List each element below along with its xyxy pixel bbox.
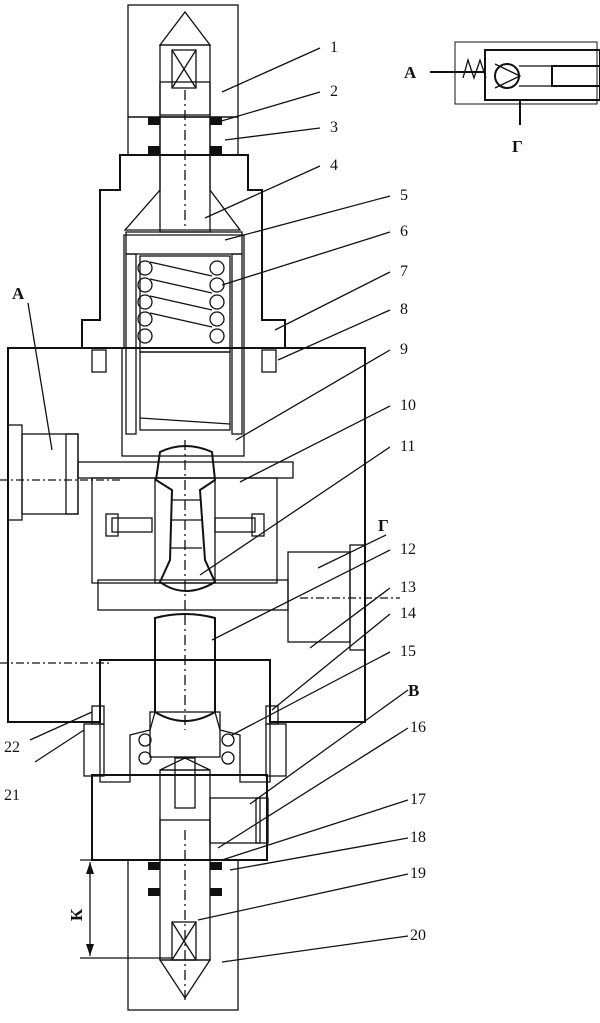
port-v-label: В (408, 681, 419, 700)
upper-housing (81, 81, 286, 349)
label-5: 5 (400, 187, 408, 204)
dimension-k: К (67, 859, 172, 959)
label-20: 20 (410, 927, 426, 944)
leader-lines (27, 47, 409, 963)
label-19: 19 (410, 865, 426, 882)
label-11: 11 (400, 438, 415, 455)
label-21: 21 (4, 787, 20, 804)
label-1: 1 (330, 39, 338, 56)
label-16: 16 (410, 719, 426, 736)
lower-sleeve (83, 659, 287, 783)
dimension-label: К (67, 908, 86, 921)
symbol-inlet-label: А (404, 63, 417, 82)
valve-body (0, 347, 400, 723)
label-9: 9 (400, 341, 408, 358)
part-number-labels: 1 2 3 4 5 6 7 8 9 10 11 12 13 14 15 16 1… (4, 39, 426, 944)
label-7: 7 (400, 263, 408, 280)
label-3: 3 (330, 119, 338, 136)
label-22: 22 (4, 739, 20, 756)
port-labels: А Г В (12, 284, 419, 700)
hydraulic-symbol: А Г (404, 41, 600, 156)
label-6: 6 (400, 223, 408, 240)
symbol-outlet-label: Г (512, 137, 523, 156)
bottom-adjusting-screw (127, 819, 239, 1011)
label-13: 13 (400, 579, 416, 596)
label-15: 15 (400, 643, 416, 660)
label-18: 18 (410, 829, 426, 846)
label-4: 4 (330, 157, 338, 174)
port-g-label: Г (378, 516, 389, 535)
top-adjusting-screw (127, 4, 239, 118)
spring (137, 255, 231, 353)
label-14: 14 (400, 605, 416, 622)
label-10: 10 (400, 397, 416, 414)
lower-body (91, 757, 269, 861)
label-12: 12 (400, 541, 416, 558)
spring-cup (125, 231, 243, 435)
valve-poppet (154, 440, 217, 610)
port-a-label: А (12, 284, 25, 303)
label-8: 8 (400, 301, 408, 318)
label-17: 17 (410, 791, 426, 808)
label-2: 2 (330, 83, 338, 100)
lock-nut (127, 116, 239, 156)
